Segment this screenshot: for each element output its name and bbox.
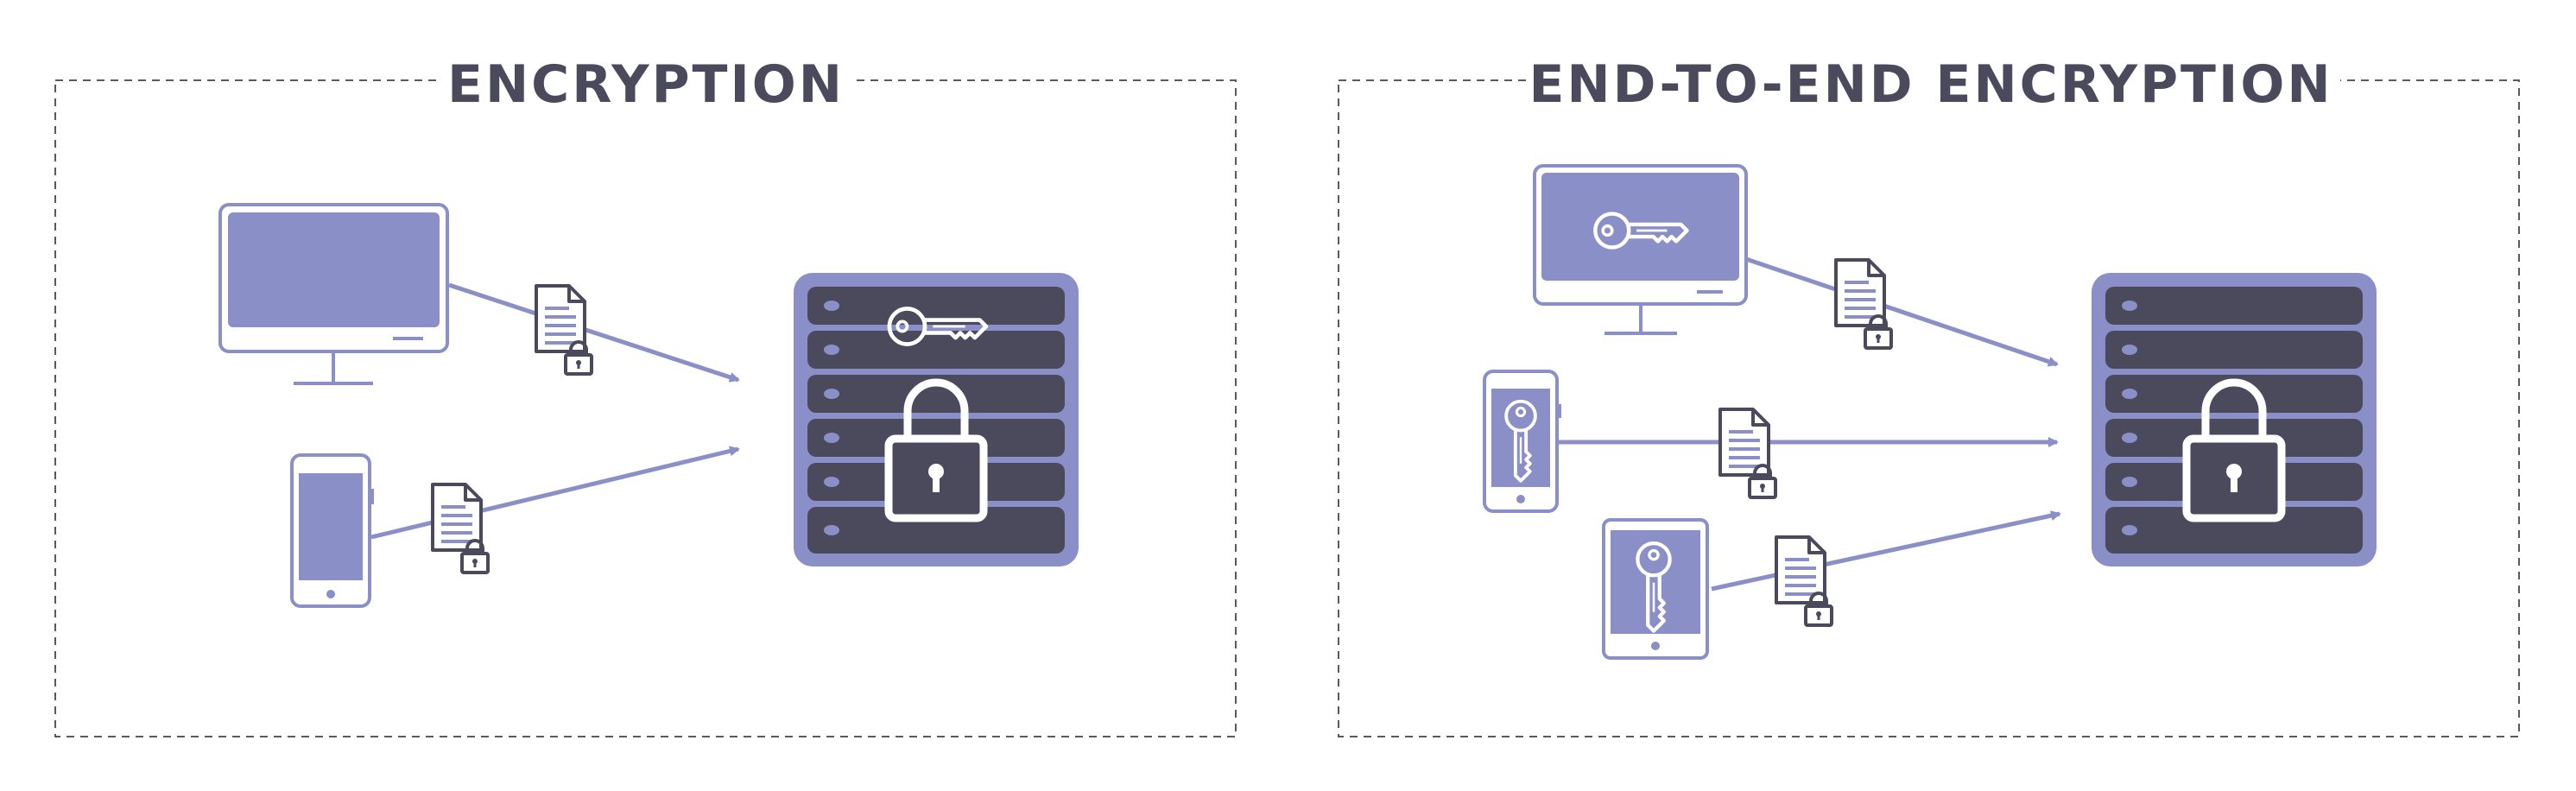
document-lock-icon (431, 483, 490, 574)
e2e-encryption-title: END-TO-END ENCRYPTION (1529, 54, 2332, 115)
document-lock-icon (1834, 258, 1893, 350)
smartphone-icon (290, 453, 374, 608)
desktop-monitor-icon (1533, 164, 1748, 335)
document-lock-icon (535, 284, 593, 376)
encryption-title: ENCRYPTION (447, 54, 845, 115)
encryption-panel: ENCRYPTION (54, 50, 1237, 737)
smartphone-icon (1483, 370, 1561, 513)
encryption-panel-border (54, 79, 1237, 737)
tablet-icon (1602, 518, 1709, 660)
e2e-panel-border (1338, 79, 2520, 737)
arrow-tablet-to-server (1711, 510, 2061, 592)
e2e-encryption-panel: END-TO-END ENCRYPTION (1338, 50, 2520, 737)
document-lock-icon (1718, 408, 1777, 499)
server-icon (794, 273, 1079, 566)
arrow-phone-to-server (370, 446, 740, 540)
server-icon (2092, 273, 2377, 566)
desktop-monitor-icon (218, 203, 449, 385)
arrow-desktop-to-server (448, 282, 740, 383)
document-lock-icon (1775, 535, 1833, 627)
arrow-desktop-to-server (1745, 256, 2059, 367)
